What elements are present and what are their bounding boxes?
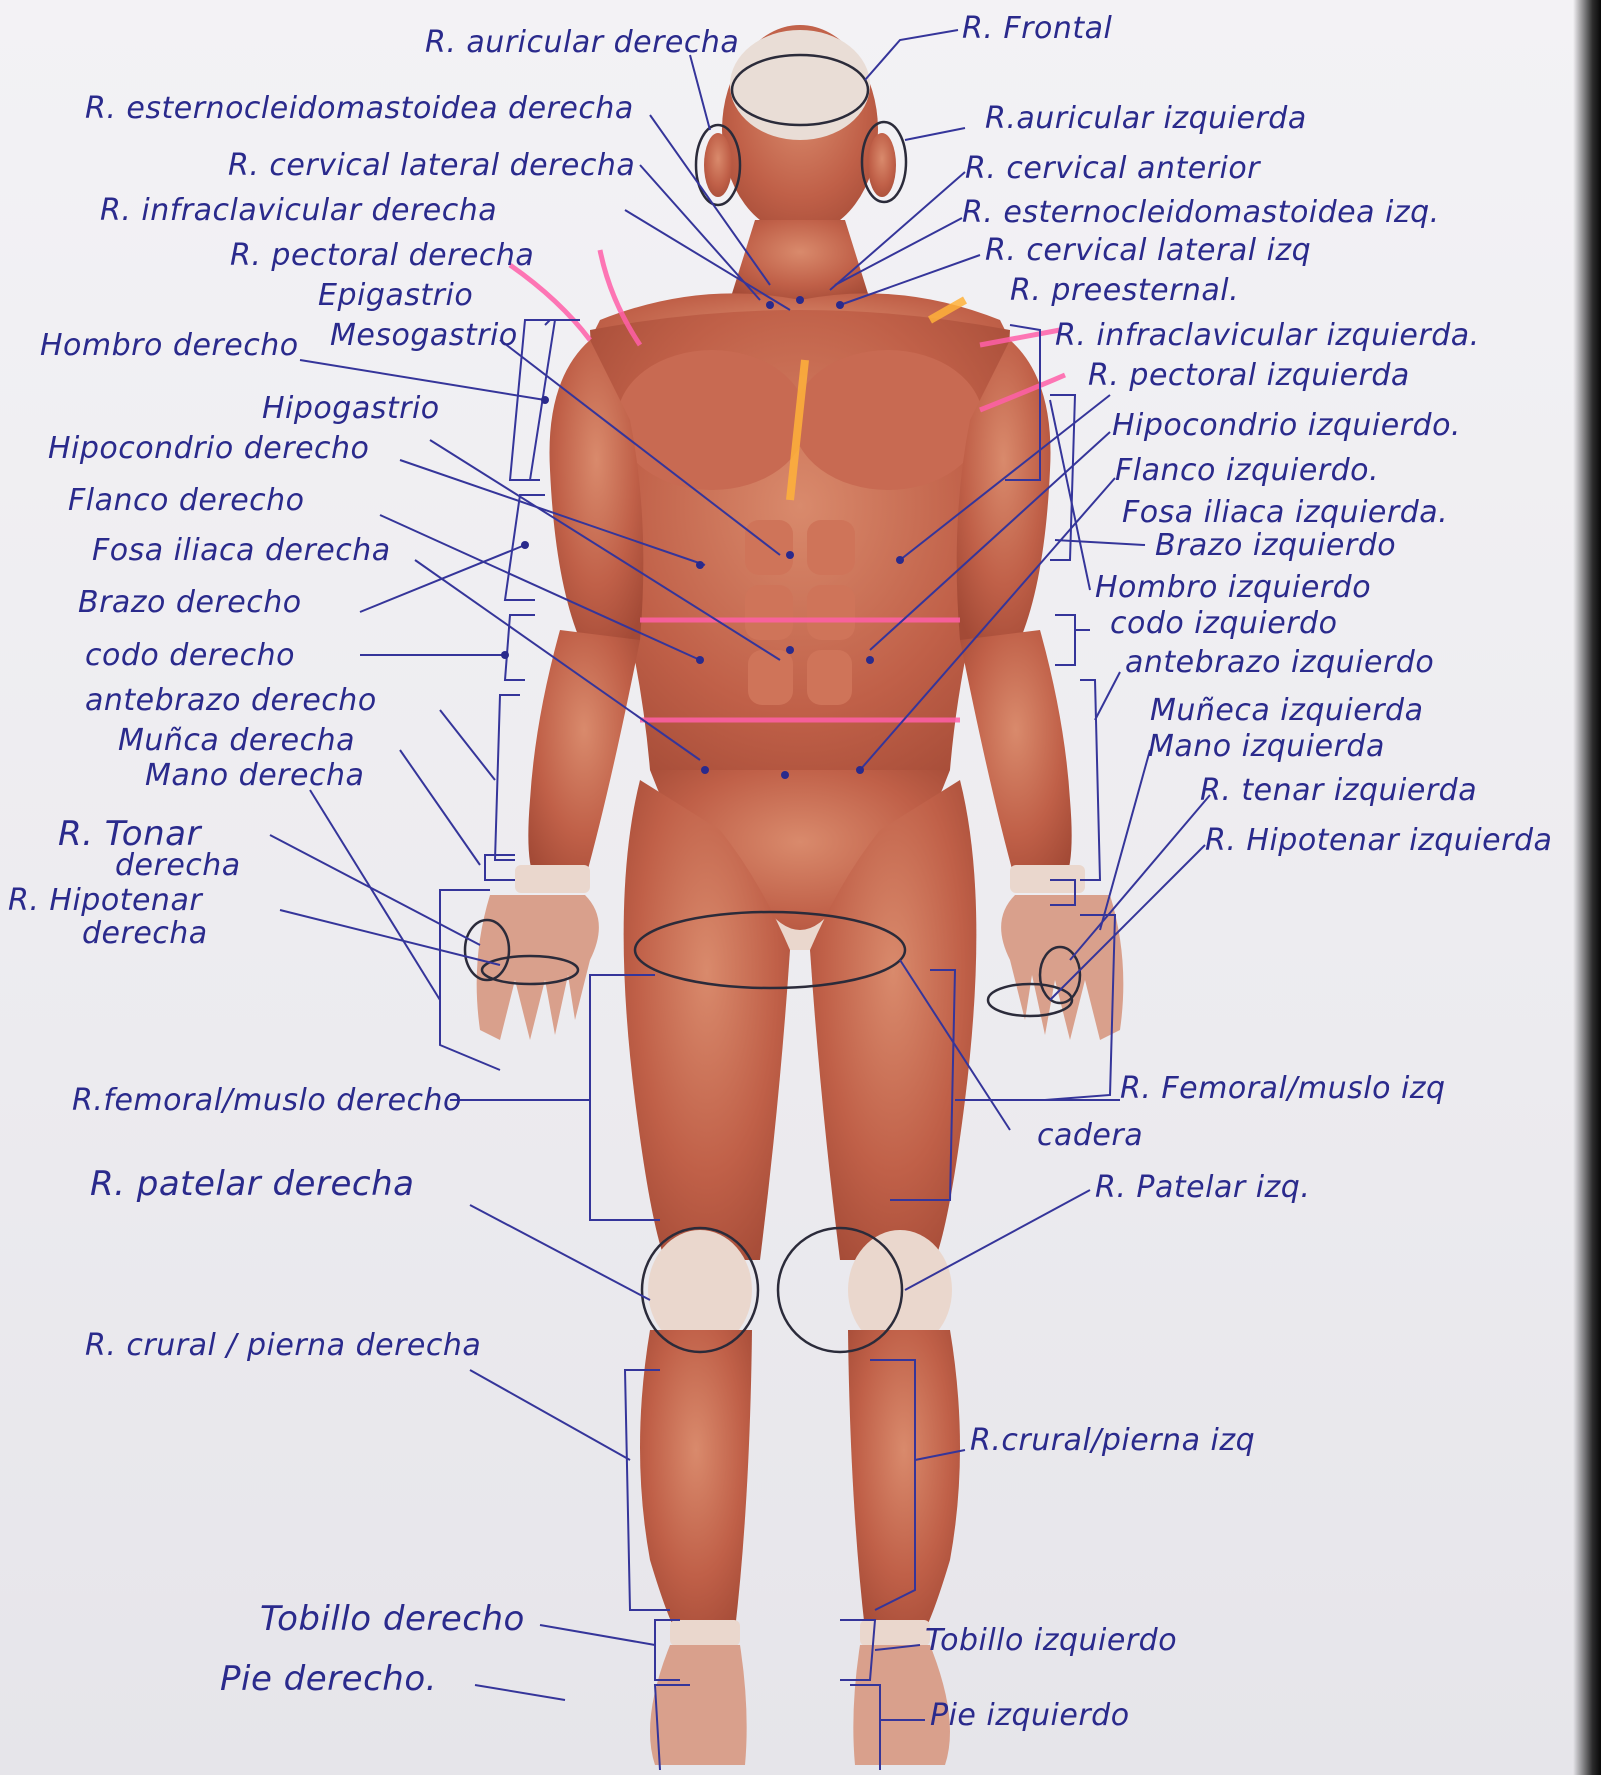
label-pectoral-der: R. pectoral derecha — [230, 238, 534, 273]
label-auricular-izq: R.auricular izquierda — [985, 101, 1307, 136]
label-auricular-der: R. auricular derecha — [425, 25, 739, 60]
label-cervical-anterior: R. cervical anterior — [965, 151, 1261, 186]
label-esterno-der: R. esternocleidomastoidea derecha — [85, 91, 634, 126]
right-hand — [477, 895, 599, 1040]
leader-pie-der — [475, 1685, 565, 1700]
label-antebrazo-der: antebrazo derecho — [85, 683, 377, 718]
leader-mano-der — [310, 790, 440, 1000]
leader-tobillo-der — [540, 1625, 655, 1645]
left-hypothenar-circle — [988, 984, 1072, 1016]
label-hipocondrio-izq: Hipocondrio izquierdo. — [1112, 408, 1461, 443]
label-frontal: R. Frontal — [962, 11, 1113, 46]
leader-auricular-izq — [905, 128, 965, 140]
label-crural-izq: R.crural/pierna izq — [970, 1423, 1255, 1458]
right-forearm — [528, 630, 640, 880]
bracket-right-codo — [505, 615, 535, 680]
leader-mano-izq — [1100, 750, 1150, 930]
right-pectoral — [617, 350, 807, 490]
label-esterno-izq: R. esternocleidomastoidea izq. — [962, 195, 1440, 230]
label-mesogastrio: Mesogastrio — [330, 318, 518, 353]
label-hipogastrio: Hipogastrio — [262, 391, 440, 426]
label-flanco-izq: Flanco izquierdo. — [1115, 453, 1379, 488]
label-tenar-izq: R. tenar izquierda — [1200, 773, 1477, 808]
leader-muneca-der — [400, 750, 480, 865]
label-brazo-der: Brazo derecho — [78, 585, 302, 620]
label-femoral-der: R.femoral/muslo derecho — [72, 1083, 462, 1118]
label-brazo-izq: Brazo izquierdo — [1155, 528, 1396, 563]
label-cervical-lateral-izq: R. cervical lateral izq — [985, 233, 1311, 268]
label-muneca-der: Muñca derecha — [118, 723, 355, 758]
left-ear — [868, 133, 896, 197]
label-cadera: cadera — [1037, 1118, 1143, 1153]
label-pie-izq: Pie izquierdo — [930, 1698, 1130, 1733]
label-patelar-izq: R. Patelar izq. — [1095, 1170, 1310, 1205]
bracket-left-antebrazo — [1080, 680, 1100, 880]
label-hipotenar-der-1: R. Hipotenar — [8, 883, 203, 918]
label-mano-der: Mano derecha — [145, 758, 364, 793]
leader-antebrazo-izq — [1095, 672, 1120, 720]
label-epigastrio: Epigastrio — [318, 278, 473, 313]
label-hipotenar-der-2: derecha — [82, 916, 208, 951]
label-codo-izq: codo izquierdo — [1110, 606, 1337, 641]
label-pie-der: Pie derecho. — [220, 1659, 437, 1699]
leader-auricular-der — [690, 55, 710, 130]
label-cervical-lateral-der: R. cervical lateral derecha — [228, 148, 635, 183]
bracket-right-muneca — [485, 855, 515, 880]
label-preesternal: R. preesternal. — [1010, 273, 1239, 308]
label-hipotenar-izq: R. Hipotenar izquierda — [1205, 823, 1552, 858]
left-lower-leg — [848, 1330, 960, 1630]
label-codo-der: codo derecho — [85, 638, 295, 673]
left-forearm — [960, 630, 1072, 880]
leader-crural-der — [470, 1370, 630, 1460]
right-foot — [650, 1645, 747, 1765]
skull-cap — [730, 30, 870, 140]
leader-frontal — [865, 30, 958, 80]
label-infraclavicular-der: R. infraclavicular derecha — [100, 193, 497, 228]
pink-stroke-right-chest — [510, 265, 590, 340]
label-femoral-izq: R. Femoral/muslo izq — [1120, 1071, 1446, 1106]
leader-antebrazo-der — [440, 710, 495, 780]
label-hipocondrio-der: Hipocondrio derecho — [48, 431, 369, 466]
label-patelar-der: R. patelar derecha — [90, 1164, 414, 1204]
right-ankle — [670, 1620, 740, 1646]
left-hand — [1001, 895, 1123, 1040]
right-wrist — [515, 865, 590, 893]
left-ankle — [860, 1620, 930, 1646]
bracket-right-antebrazo — [495, 695, 520, 860]
neck — [730, 220, 870, 300]
leader-tenar-izq — [1070, 795, 1210, 960]
label-mano-izq: Mano izquierda — [1148, 729, 1385, 764]
label-fosa-iliaca-izq: Fosa iliaca izquierda. — [1122, 495, 1448, 530]
label-tobillo-der: Tobillo derecho — [260, 1599, 525, 1639]
left-pectoral — [793, 350, 983, 490]
leader-brazo-izq — [1055, 540, 1145, 545]
label-tenar-der-2: derecha — [115, 848, 241, 883]
label-fosa-iliaca-der: Fosa iliaca derecha — [92, 533, 391, 568]
label-infraclavicular-izq: R. infraclavicular izquierda. — [1055, 318, 1480, 353]
label-muneca-izq: Muñeca izquierda — [1150, 693, 1423, 728]
label-pectoral-izq: R. pectoral izquierda — [1088, 358, 1410, 393]
bracket-left-codo — [1055, 615, 1075, 665]
label-hombro-izq: Hombro izquierdo — [1095, 570, 1371, 605]
label-flanco-der: Flanco derecho — [68, 483, 305, 518]
label-tobillo-izq: Tobillo izquierdo — [925, 1623, 1177, 1658]
page-edge-shadow — [1573, 0, 1601, 1775]
label-antebrazo-izq: antebrazo izquierdo — [1125, 645, 1434, 680]
leader-hombro-izq — [1050, 400, 1090, 590]
right-lower-leg — [640, 1330, 752, 1630]
right-ear — [704, 133, 732, 197]
label-hombro-der: Hombro derecho — [40, 328, 299, 363]
label-crural-der: R. crural / pierna derecha — [85, 1328, 481, 1363]
